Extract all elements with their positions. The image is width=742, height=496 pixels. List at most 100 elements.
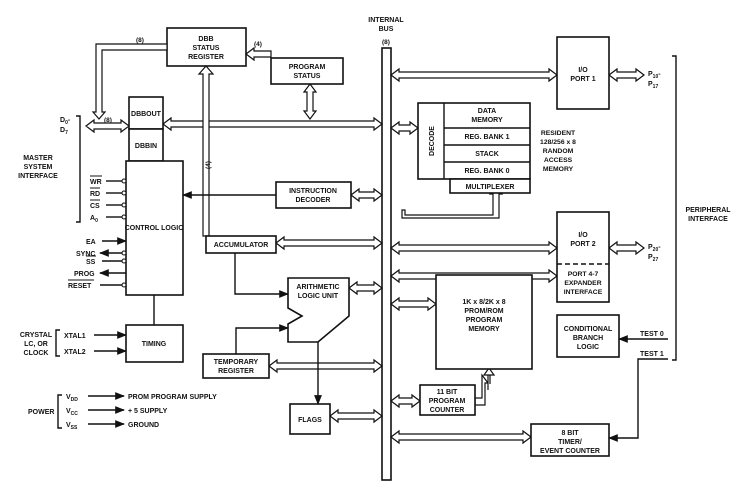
pin-cs: CS bbox=[90, 199, 127, 210]
svg-text:LC, OR: LC, OR bbox=[24, 341, 48, 348]
port2-pins-arrow bbox=[608, 240, 645, 256]
io-port-2: I/O PORT 2 bbox=[556, 211, 610, 303]
program-status-to-dbb-path: (4) bbox=[245, 41, 272, 62]
stack: STACK bbox=[475, 151, 499, 158]
svg-text:BRANCH: BRANCH bbox=[573, 335, 603, 342]
svg-text:P27: P27 bbox=[648, 254, 658, 263]
data-bus-width-label: (8) bbox=[104, 117, 112, 124]
peripheral-interface-label: PERIPHERAL INTERFACE bbox=[685, 207, 731, 223]
decoder-bus-arrow bbox=[350, 187, 383, 203]
svg-text:CLOCK: CLOCK bbox=[24, 350, 49, 357]
accumulator-bus-arrow bbox=[275, 235, 383, 251]
port-expander-interface: PORT 4-7 EXPANDER INTERFACE bbox=[564, 271, 603, 296]
dbbout: DBBOUT bbox=[128, 96, 164, 130]
dbb-status-register: DBB STATUS REGISTER bbox=[166, 27, 247, 67]
accumulator-to-alu-line bbox=[234, 253, 289, 298]
svg-text:VSS: VSS bbox=[66, 422, 78, 431]
svg-text:I/O: I/O bbox=[578, 67, 588, 74]
svg-text:CRYSTAL: CRYSTAL bbox=[20, 332, 53, 339]
svg-text:+ 5 SUPPLY: + 5 SUPPLY bbox=[128, 408, 168, 415]
svg-text:VDD: VDD bbox=[66, 394, 78, 403]
io-port-1: I/O PORT 1 bbox=[556, 36, 610, 110]
svg-text:PROGRAM: PROGRAM bbox=[466, 317, 503, 324]
pin-reset: RESET bbox=[68, 279, 127, 290]
port1-bus-arrow bbox=[390, 67, 558, 83]
conditional-branch-logic: CONDITIONAL BRANCH LOGIC bbox=[556, 314, 620, 358]
svg-text:REGISTER: REGISTER bbox=[218, 368, 254, 375]
svg-text:EA: EA bbox=[86, 239, 96, 246]
port1-pins-label: P10- P17 bbox=[648, 71, 661, 90]
internal-bus: INTERNAL BUS (8) bbox=[368, 17, 404, 481]
svg-text:DBBIN: DBBIN bbox=[135, 143, 157, 150]
pin-wr: WR bbox=[90, 175, 127, 186]
pin-rd: RD bbox=[90, 187, 127, 198]
test1-label: TEST 1 bbox=[640, 351, 664, 358]
svg-text:INSTRUCTION: INSTRUCTION bbox=[289, 188, 337, 195]
svg-text:STATUS: STATUS bbox=[193, 45, 220, 52]
accumulator: ACCUMULATOR bbox=[205, 235, 277, 254]
crystal-bracket bbox=[55, 329, 60, 357]
svg-text:128/256 x 8: 128/256 x 8 bbox=[540, 139, 576, 146]
crystal-label: CRYSTAL LC, OR CLOCK bbox=[20, 332, 53, 357]
temporary-register: TEMPORARY REGISTER bbox=[202, 353, 270, 379]
svg-text:PERIPHERAL: PERIPHERAL bbox=[685, 207, 731, 214]
svg-text:EVENT COUNTER: EVENT COUNTER bbox=[540, 448, 600, 455]
svg-text:TIMING: TIMING bbox=[142, 341, 167, 348]
multiplexer: MULTIPLEXER bbox=[449, 178, 531, 194]
svg-text:P20-: P20- bbox=[648, 244, 661, 253]
svg-text:REGISTER: REGISTER bbox=[188, 54, 224, 61]
dbbin: DBBIN bbox=[128, 128, 164, 162]
timer-event-counter: 8 BIT TIMER/ EVENT COUNTER bbox=[530, 423, 610, 457]
program-memory: 1K x 8/2K x 8 PROM/ROM PROGRAM MEMORY bbox=[435, 274, 533, 370]
svg-text:I/O: I/O bbox=[578, 232, 588, 239]
status-to-dbb-path: (8) bbox=[91, 37, 168, 120]
dbb-bus-arrow bbox=[162, 116, 383, 132]
program-status: PROGRAM STATUS bbox=[270, 57, 344, 85]
svg-text:FLAGS: FLAGS bbox=[298, 417, 322, 424]
svg-text:PROGRAM: PROGRAM bbox=[429, 398, 466, 405]
svg-text:SYNC: SYNC bbox=[76, 251, 95, 258]
alu: ARITHMETIC LOGIC UNIT bbox=[287, 277, 350, 343]
data-bus-pins-label: D0- D7 bbox=[60, 117, 71, 136]
svg-text:PORT 1: PORT 1 bbox=[570, 76, 595, 83]
svg-text:TEMPORARY: TEMPORARY bbox=[214, 359, 259, 366]
test1-line bbox=[608, 358, 668, 442]
peripheral-bracket bbox=[672, 55, 677, 361]
pin-ea: EA bbox=[86, 237, 127, 246]
instruction-decoder: INSTRUCTION DECODER bbox=[275, 181, 352, 209]
svg-text:CS: CS bbox=[90, 203, 100, 210]
pin-sync: SYNC bbox=[76, 249, 127, 258]
data-memory-line2: MEMORY bbox=[471, 117, 503, 124]
program-status-width-label: (4) bbox=[254, 41, 262, 48]
svg-text:SYSTEM: SYSTEM bbox=[24, 164, 53, 171]
program-memory-bus-arrow bbox=[390, 296, 437, 312]
program-counter-bus-arrow bbox=[390, 393, 421, 409]
svg-text:RESET: RESET bbox=[68, 283, 92, 290]
timer-bus-arrow bbox=[390, 429, 532, 445]
pin-xtal2: XTAL2 bbox=[64, 347, 127, 356]
bus-title-line1: INTERNAL bbox=[368, 17, 404, 24]
svg-text:CONDITIONAL: CONDITIONAL bbox=[564, 326, 613, 333]
svg-text:PORT 4-7: PORT 4-7 bbox=[568, 271, 599, 278]
power-bracket bbox=[57, 394, 62, 429]
svg-text:ACCUMULATOR: ACCUMULATOR bbox=[214, 242, 269, 249]
svg-text:INTERFACE: INTERFACE bbox=[18, 173, 58, 180]
decode-label: DECODE bbox=[429, 126, 436, 156]
svg-text:PROM PROGRAM SUPPLY: PROM PROGRAM SUPPLY bbox=[128, 394, 217, 401]
pin-a0: A0 bbox=[90, 214, 127, 224]
svg-text:LOGIC UNIT: LOGIC UNIT bbox=[298, 293, 339, 300]
svg-text:DBBOUT: DBBOUT bbox=[131, 111, 162, 118]
svg-text:MEMORY: MEMORY bbox=[543, 166, 574, 173]
pin-vdd: VDD PROM PROGRAM SUPPLY bbox=[66, 392, 217, 403]
svg-text:XTAL1: XTAL1 bbox=[64, 333, 86, 340]
svg-text:ARITHMETIC: ARITHMETIC bbox=[296, 284, 339, 291]
data-memory-line1: DATA bbox=[478, 108, 496, 115]
svg-text:RANDOM: RANDOM bbox=[543, 148, 574, 155]
svg-text:COUNTER: COUNTER bbox=[430, 407, 465, 414]
svg-text:RESIDENT: RESIDENT bbox=[541, 130, 576, 137]
port2-bus-arrow bbox=[390, 240, 558, 256]
svg-text:VCC: VCC bbox=[66, 408, 78, 417]
svg-text:TIMER/: TIMER/ bbox=[558, 439, 582, 446]
ram-bus-arrow bbox=[390, 120, 419, 136]
svg-text:POWER: POWER bbox=[28, 409, 54, 416]
